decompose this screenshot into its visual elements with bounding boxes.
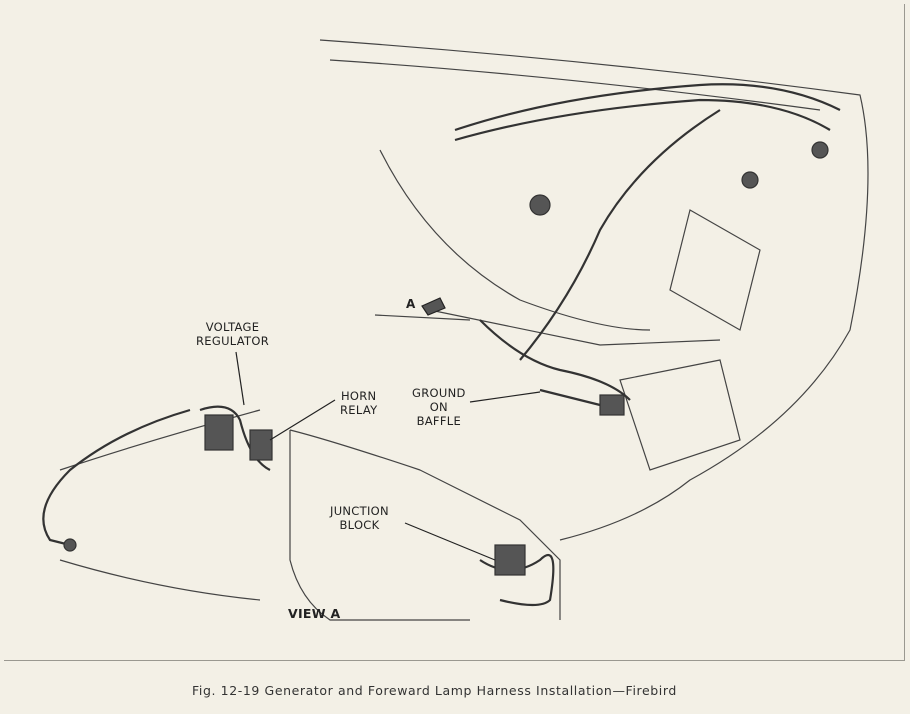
label-line: JUNCTION xyxy=(330,504,389,518)
junction-block-label: JUNCTION BLOCK xyxy=(330,504,389,532)
label-line: BAFFLE xyxy=(416,414,462,428)
label-line: GROUND xyxy=(412,386,466,400)
label-line: REGULATOR xyxy=(196,334,269,348)
wiring-harness xyxy=(42,83,841,607)
ground-on-baffle-label: GROUND ON BAFFLE xyxy=(412,386,466,428)
label-line: BLOCK xyxy=(339,518,380,532)
label-line: HORN xyxy=(340,389,377,403)
label-line: VOLTAGE xyxy=(205,320,260,334)
voltage-regulator-label: VOLTAGE REGULATOR xyxy=(196,320,269,348)
leader-lines xyxy=(235,351,541,561)
figure-caption: Fig. 12-19 Generator and Foreward Lamp H… xyxy=(192,683,677,698)
view-a-label: VIEW A xyxy=(288,606,341,621)
figure-frame xyxy=(4,4,905,661)
components xyxy=(63,141,829,576)
label-line: RELAY xyxy=(340,403,378,417)
horn-relay-label: HORN RELAY xyxy=(340,389,377,417)
body-outline xyxy=(59,39,869,621)
view-a-arrow-icon xyxy=(421,297,446,316)
view-a-marker: A xyxy=(406,297,416,311)
label-line: ON xyxy=(429,400,448,414)
